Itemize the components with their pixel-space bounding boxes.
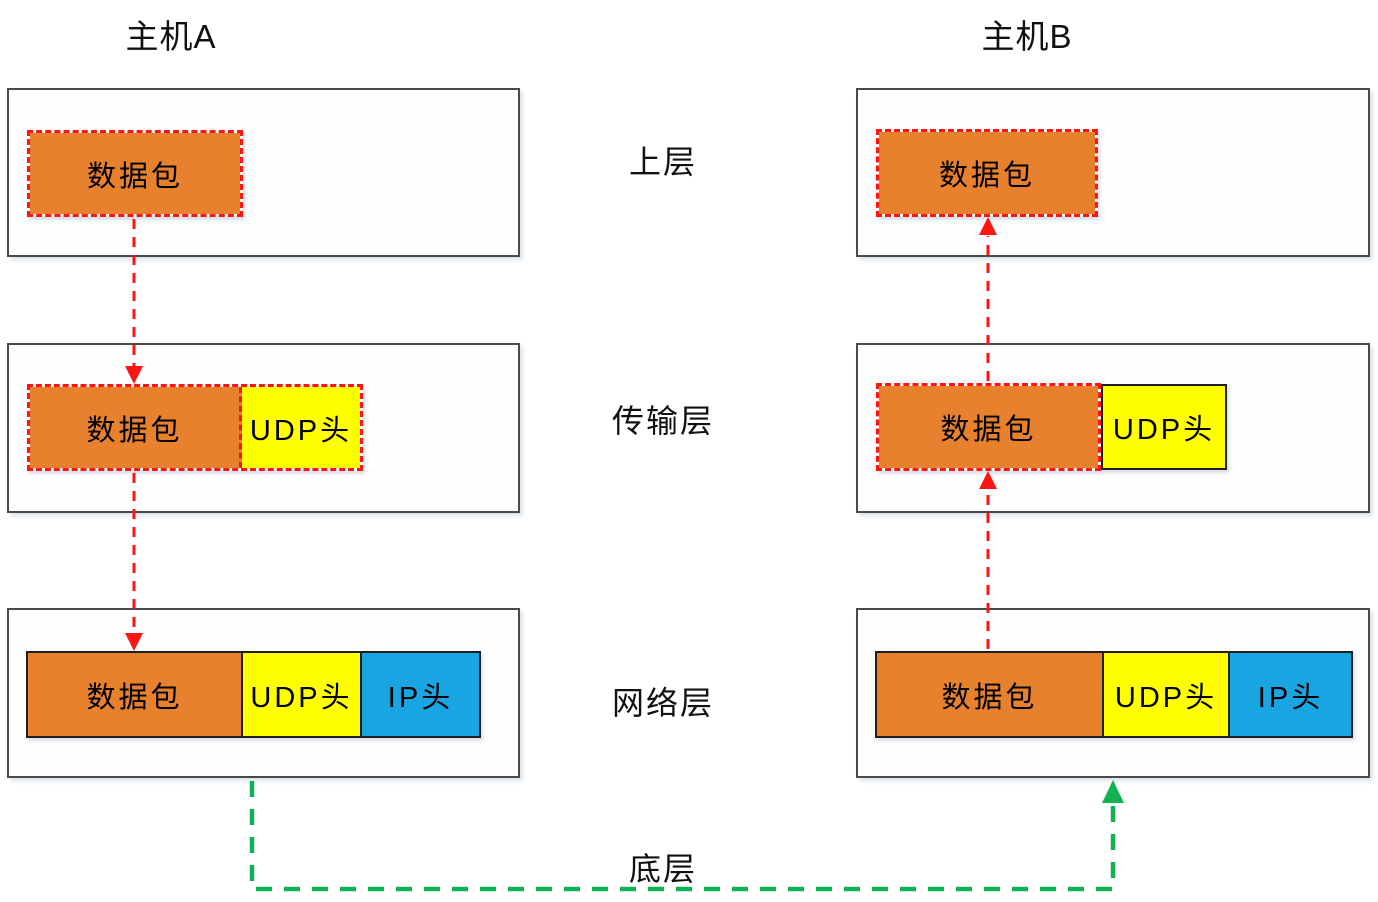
host-b-title: 主机B <box>981 18 1073 55</box>
udp-header-cell: UDP头 <box>243 653 362 736</box>
data-packet-cell: 数据包 <box>877 653 1104 736</box>
host-b-transport-data-packet: 数据包 <box>876 383 1101 471</box>
udp-header-cell: UDP头 <box>1103 386 1225 468</box>
data-packet-cell: 数据包 <box>30 133 240 214</box>
data-packet-cell: 数据包 <box>879 132 1095 214</box>
host-a-transport-packet: 数据包 UDP头 <box>27 384 363 471</box>
host-b-upper-packet: 数据包 <box>876 129 1098 217</box>
host-a-upper-packet: 数据包 <box>27 130 243 217</box>
bottom-layer-label: 底层 <box>628 851 697 887</box>
network-layer-label: 网络层 <box>611 685 714 721</box>
ip-header-cell: IP头 <box>362 653 479 736</box>
data-packet-cell: 数据包 <box>879 386 1098 468</box>
host-a-network-packet: 数据包 UDP头 IP头 <box>26 651 481 738</box>
transport-layer-label: 传输层 <box>611 403 714 439</box>
upper-layer-label: 上层 <box>628 144 697 180</box>
data-packet-cell: 数据包 <box>30 387 242 468</box>
ip-header-cell: IP头 <box>1230 653 1351 736</box>
udp-header-cell: UDP头 <box>242 387 360 468</box>
bottom-layer-transmission-arrow-head <box>1102 780 1124 803</box>
data-packet-cell: 数据包 <box>28 653 243 736</box>
udp-header-cell: UDP头 <box>1104 653 1230 736</box>
host-b-transport-udp-header: UDP头 <box>1101 384 1227 470</box>
host-b-network-packet: 数据包 UDP头 IP头 <box>875 651 1353 738</box>
host-a-title: 主机A <box>125 18 217 55</box>
